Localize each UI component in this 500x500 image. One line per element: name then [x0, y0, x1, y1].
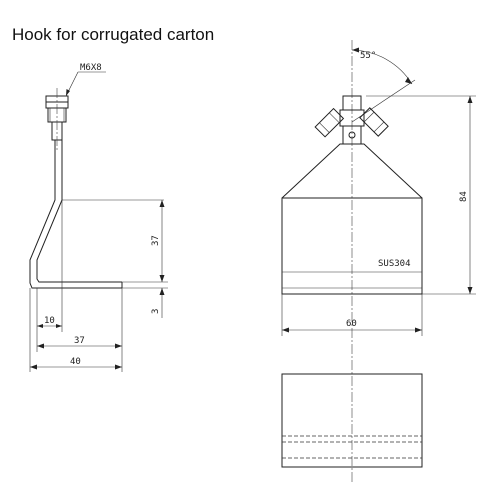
- side-offset-value: 3: [151, 309, 161, 314]
- front-view: 55° SUS304: [281, 40, 476, 482]
- angle-dimension: 55°: [351, 47, 416, 123]
- side-depth-value: 37: [74, 336, 85, 346]
- hook-body-front: SUS304: [281, 143, 423, 295]
- drawing-title: Hook for corrugated carton: [12, 25, 214, 44]
- hook-profile: [29, 140, 164, 289]
- bolt-front: [314, 95, 389, 145]
- angle-label: 55°: [360, 51, 376, 61]
- side-view: M6X8 37 3: [29, 63, 168, 372]
- bolt-label: M6X8: [80, 63, 102, 73]
- front-width-dimension: 60: [281, 294, 423, 336]
- front-height-value: 84: [459, 191, 469, 202]
- side-height-dimension: 37 3: [122, 200, 168, 318]
- material-label: SUS304: [378, 259, 411, 269]
- bolt-side: [45, 88, 69, 150]
- side-total-value: 40: [70, 357, 81, 367]
- front-width-value: 60: [346, 319, 357, 329]
- front-height-dimension: 84: [366, 95, 476, 295]
- side-height-value: 37: [151, 235, 161, 246]
- bolt-callout: M6X8: [65, 63, 106, 97]
- bottom-view: [281, 373, 423, 468]
- side-inner-value: 10: [44, 316, 55, 326]
- side-width-dimensions: 10 37 40: [29, 200, 123, 372]
